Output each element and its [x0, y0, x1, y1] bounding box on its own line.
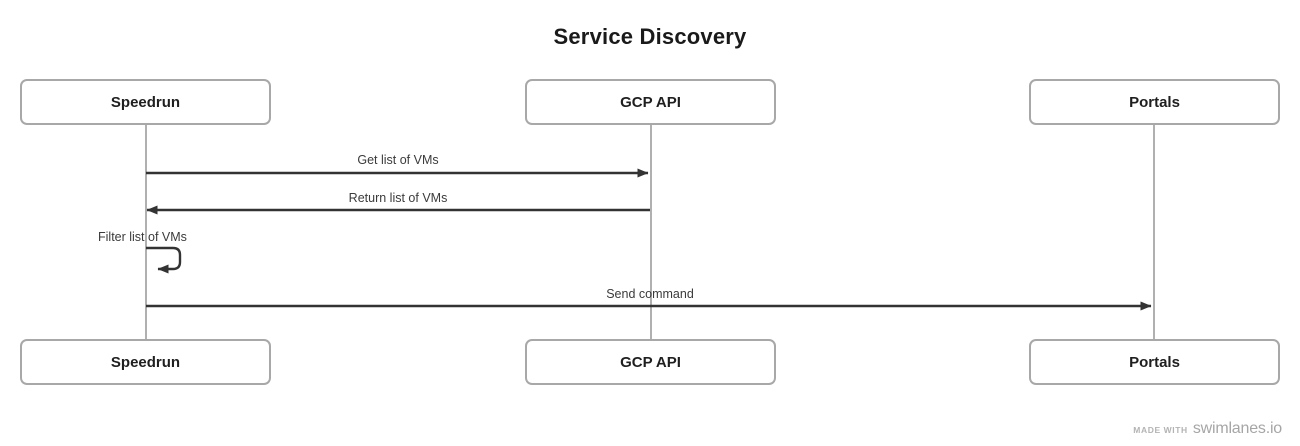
participant-label: Portals — [1129, 93, 1180, 111]
watermark-brand-label: swimlanes.io — [1192, 420, 1282, 437]
message-label-get-list-of-vms: Get list of VMs — [357, 153, 439, 167]
participant-label: Speedrun — [110, 93, 181, 111]
message-label-send-command: Send command — [606, 287, 694, 301]
message-label-return-list-of-vms: Return list of VMs — [348, 191, 448, 205]
lifeline-gcp-api — [650, 125, 652, 339]
lifeline-speedrun — [145, 125, 147, 339]
participant-box-speedrun-bottom[interactable]: Speedrun — [20, 339, 271, 385]
participant-box-portals-top[interactable]: Portals — [1029, 79, 1280, 125]
message-self-loop-filter-list-of-vms — [146, 246, 182, 274]
participant-label: GCP API — [620, 93, 681, 111]
message-label-filter-list-of-vms: Filter list of VMs — [98, 230, 187, 244]
watermark-made-with-label: MADE WITH — [1133, 425, 1188, 435]
participant-label: GCP API — [620, 353, 681, 371]
participant-box-gcp-api-bottom[interactable]: GCP API — [525, 339, 776, 385]
participant-label: Speedrun — [110, 353, 181, 371]
diagram-title: Service Discovery — [553, 24, 747, 49]
watermark[interactable]: MADE WITH swimlanes.io — [1133, 420, 1282, 438]
lifeline-portals — [1153, 125, 1155, 339]
participant-box-portals-bottom[interactable]: Portals — [1029, 339, 1280, 385]
participant-box-speedrun-top[interactable]: Speedrun — [20, 79, 271, 125]
participant-box-gcp-api-top[interactable]: GCP API — [525, 79, 776, 125]
participant-label: Portals — [1129, 353, 1180, 371]
